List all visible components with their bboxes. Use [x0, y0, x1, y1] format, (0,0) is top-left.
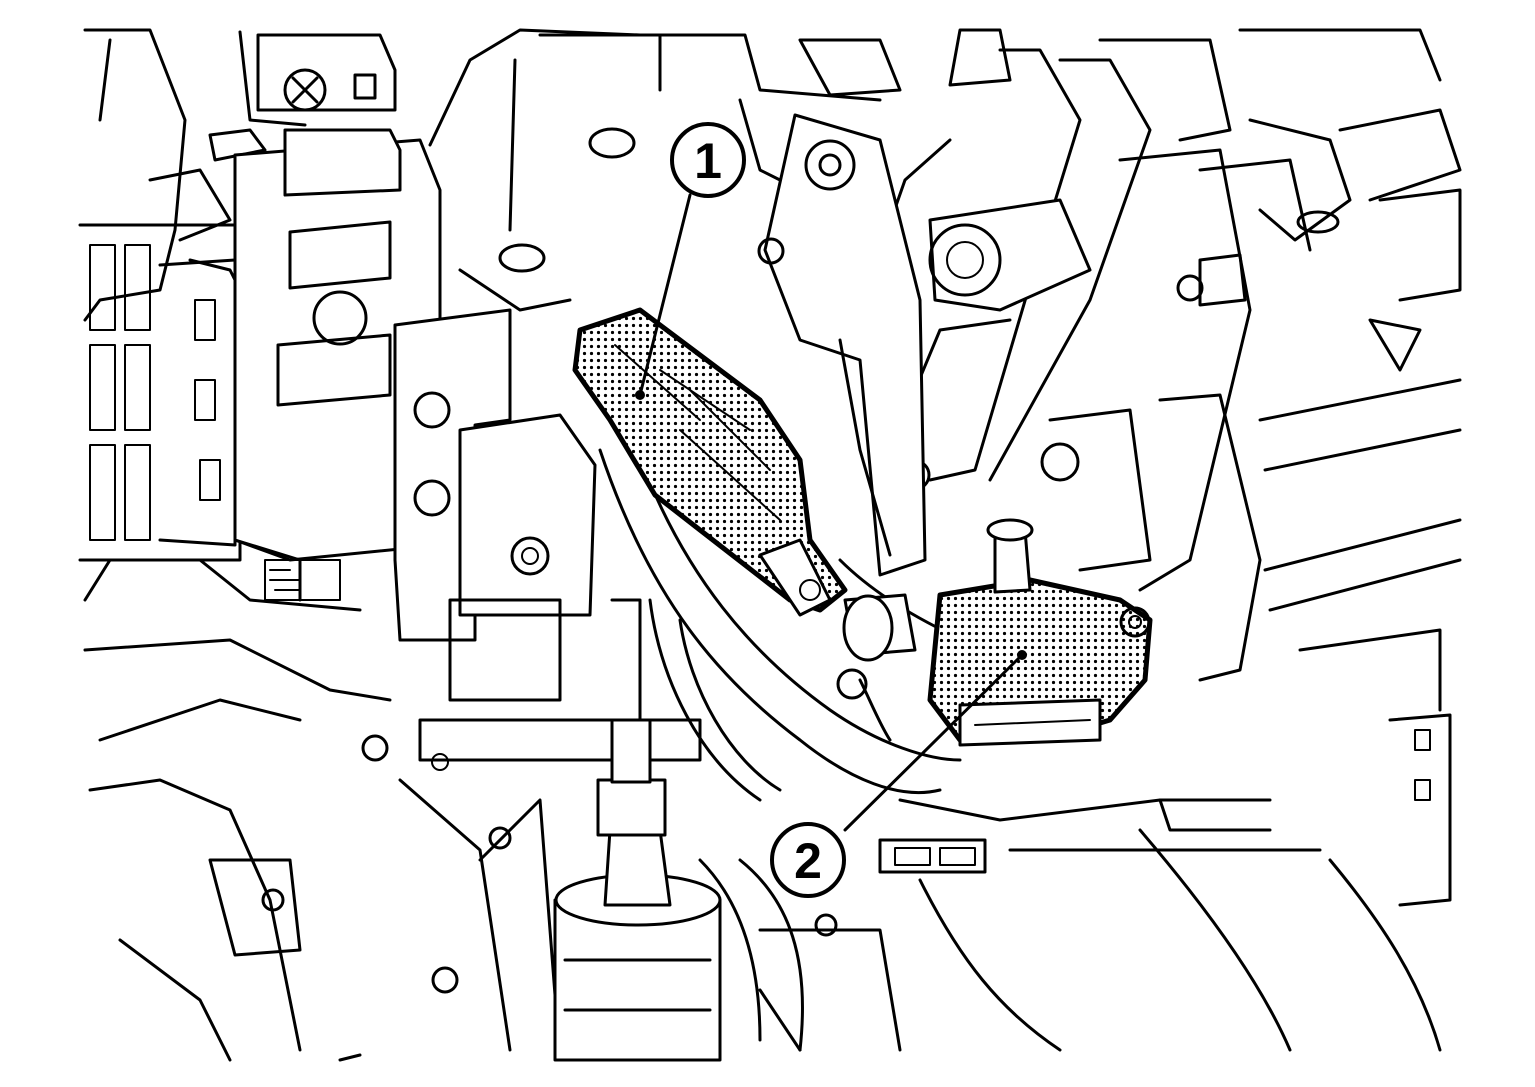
connector-bracket-small	[836, 593, 917, 742]
callout-2-number: 2	[794, 833, 822, 889]
bracket-arm	[757, 113, 927, 577]
upper-frame	[538, 28, 1462, 302]
callout-1-leader	[638, 193, 692, 397]
relay-box	[233, 128, 442, 602]
mounting-plate	[393, 28, 642, 642]
lower-right-frame	[758, 798, 1442, 1052]
lower-frame	[83, 558, 702, 1062]
callout-1-dot	[635, 390, 645, 400]
left-bracket-structure	[83, 28, 397, 322]
callout-1: 1	[635, 122, 746, 400]
callout-2-dot	[1017, 650, 1027, 660]
left-grille-panel	[78, 223, 242, 562]
component-1-sensor	[572, 307, 848, 617]
callout-2: 2	[770, 650, 1027, 898]
callout-2-leader	[843, 653, 1024, 832]
callout-1-number: 1	[694, 133, 722, 189]
callout-2-circle	[770, 822, 846, 898]
fuel-filter	[553, 598, 722, 1062]
throttle-linkage	[868, 48, 1152, 491]
callout-1-circle	[670, 122, 746, 198]
component-2-sensor	[927, 518, 1153, 747]
right-housing	[1040, 148, 1462, 907]
